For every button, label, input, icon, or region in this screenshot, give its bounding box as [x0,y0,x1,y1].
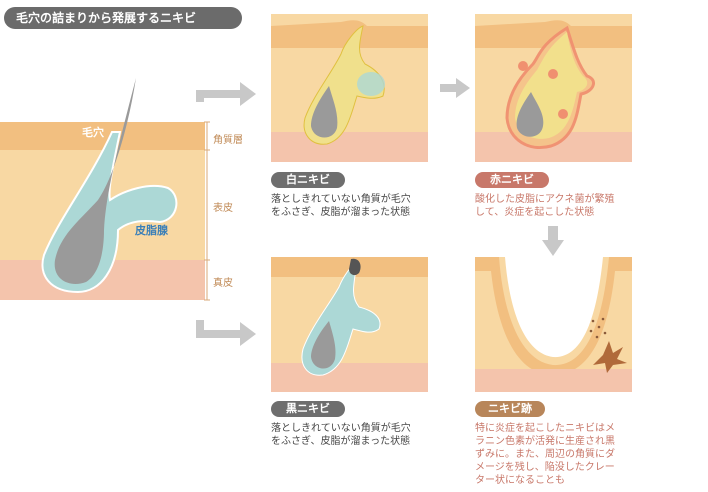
desc-white-line1: 落としきれていない角質が毛穴 [271,194,411,205]
sebaceous-label: 皮脂腺 [135,224,168,237]
desc-black-line2: をふさぎ、皮脂が溜まった状態 [271,436,411,447]
label-white-nikibi: 白ニキビ [271,172,345,188]
skin-cross-section [0,78,210,301]
desc-red-line2: して、炎症を起こした状態 [475,207,595,218]
layer-label-dermis: 真皮 [213,278,233,289]
arrow-to-black [196,320,256,346]
corneum-layer [0,122,205,150]
panel-white-nikibi [271,14,428,162]
panel-red-nikibi [475,14,632,162]
desc-scar-line5: ター状になることも [475,475,565,486]
panel-black-nikibi [271,257,428,392]
desc-scar-line4: メージを残し、陥没したクレー [475,462,615,473]
diagram-title: 毛穴の詰まりから発展するニキビ [4,7,242,29]
layer-label-corneum: 角質層 [213,135,243,146]
panel-nikibi-scar [475,257,632,392]
desc-white-line2: をふさぎ、皮脂が溜まった状態 [271,207,411,218]
label-black-nikibi: 黒ニキビ [271,401,345,417]
hair-shaft [54,78,136,284]
desc-scar-line3: ずみに。また、周辺の角質にダ [475,449,615,460]
arrow-to-white [196,82,256,106]
pore-label: 毛穴 [82,126,104,139]
desc-black-line1: 落としきれていない角質が毛穴 [271,423,411,434]
arrow-to-scar [542,226,564,256]
label-red-nikibi: 赤ニキビ [475,172,549,188]
layer-label-epidermis: 表皮 [213,203,233,214]
label-nikibi-scar: ニキビ跡 [475,401,545,417]
desc-scar-line2: ラニン色素が活発に生産され黒 [475,436,615,447]
desc-scar-line1: 特に炎症を起こしたニキビはメ [475,423,615,434]
arrow-to-red [440,78,470,98]
desc-red-line1: 酸化した皮脂にアクネ菌が繁殖 [475,194,615,205]
